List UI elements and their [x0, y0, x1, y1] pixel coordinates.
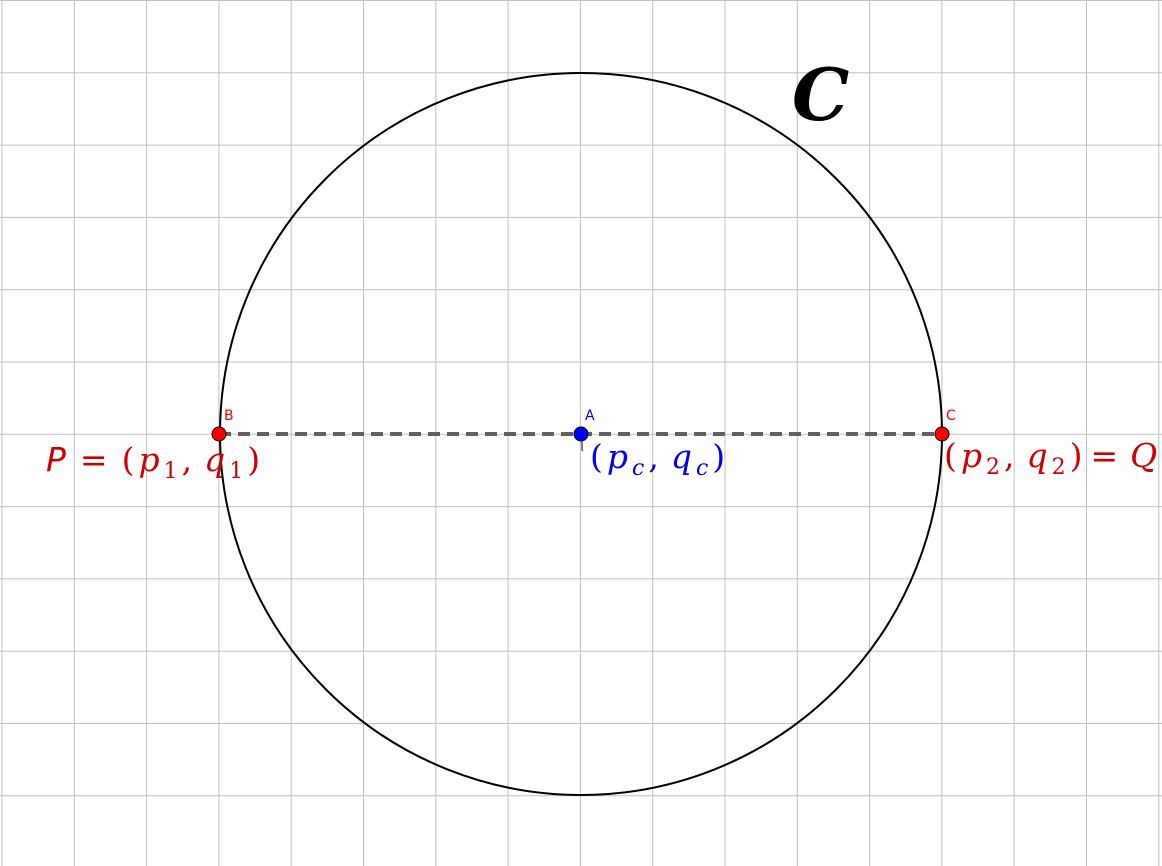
- label-q-name: Q: [1130, 436, 1157, 475]
- label-center-close: ): [712, 437, 725, 476]
- label-center-var1: p: [607, 437, 628, 476]
- label-p-open: (: [122, 440, 135, 479]
- point-b-label: B: [224, 408, 234, 424]
- point-a-label: A: [585, 408, 595, 424]
- point-c[interactable]: [934, 426, 950, 442]
- label-p-close: ): [247, 440, 260, 479]
- label-q-comma: ,: [1004, 436, 1015, 475]
- label-q-sub1: 2: [986, 455, 1000, 480]
- label-center-open: (: [590, 437, 603, 476]
- label-q-open: (: [944, 436, 957, 475]
- label-p-name: P: [46, 440, 66, 479]
- label-q-sub2: 2: [1052, 455, 1066, 480]
- label-q-var1: p: [961, 436, 982, 475]
- label-center-coordinates: ( p c , q c ): [590, 437, 725, 481]
- label-p-sub1: 1: [164, 459, 178, 484]
- label-q-equals: =: [1091, 436, 1119, 475]
- label-center-sub1: c: [632, 456, 644, 481]
- label-q-close: ): [1070, 436, 1083, 475]
- label-p-coordinates: P = ( p 1 , q 1 ): [46, 440, 260, 484]
- label-center-comma: ,: [648, 437, 659, 476]
- circle-label: C: [792, 52, 849, 137]
- label-q-var2: q: [1027, 436, 1048, 475]
- point-a-center[interactable]: [573, 426, 589, 442]
- label-p-sub2: 1: [229, 459, 243, 484]
- point-b[interactable]: [211, 426, 227, 442]
- label-q-coordinates: ( p 2 , q 2 ) = Q: [944, 436, 1157, 480]
- label-p-var1: p: [138, 440, 159, 479]
- label-p-equals: =: [80, 440, 108, 479]
- label-p-comma: ,: [182, 440, 193, 479]
- label-p-var2: q: [204, 440, 225, 479]
- point-c-label: C: [946, 408, 956, 424]
- label-center-var2: q: [671, 437, 692, 476]
- label-center-sub2: c: [696, 456, 708, 481]
